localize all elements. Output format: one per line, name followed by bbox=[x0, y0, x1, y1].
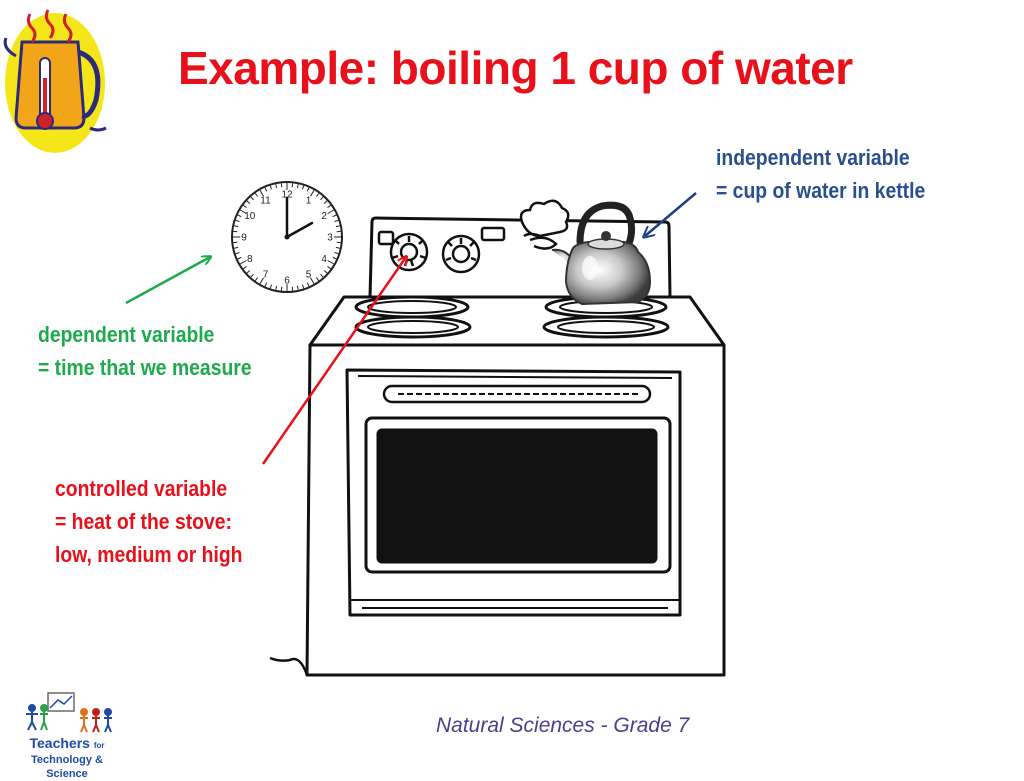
clock-numeral: 11 bbox=[260, 195, 271, 206]
burner-front-left bbox=[356, 317, 470, 337]
teachers-logo-icon bbox=[26, 693, 112, 732]
clock-numeral: 10 bbox=[244, 211, 256, 222]
dependent-arrow bbox=[126, 257, 210, 303]
logo-line1: Teachers for bbox=[12, 736, 122, 753]
independent-variable-label: independent variable = cup of water in k… bbox=[716, 141, 925, 207]
independent-variable-line1: independent variable bbox=[716, 141, 925, 174]
stove-knob-left bbox=[391, 234, 427, 270]
clock-numeral: 3 bbox=[327, 233, 333, 244]
clock-numeral: 2 bbox=[321, 211, 327, 222]
controlled-variable-line1: controlled variable bbox=[55, 472, 243, 505]
clock-numeral: 9 bbox=[241, 233, 247, 244]
stove-icon bbox=[270, 218, 724, 675]
logo-line2: Technology & Science bbox=[12, 753, 122, 781]
teachers-logo-text: Teachers for Technology & Science bbox=[12, 736, 122, 781]
dependent-variable-label: dependent variable = time that we measur… bbox=[38, 318, 252, 384]
clock-numeral: 7 bbox=[263, 270, 269, 281]
dependent-variable-line1: dependent variable bbox=[38, 318, 252, 351]
controlled-variable-line3: low, medium or high bbox=[55, 538, 243, 571]
controlled-variable-line2: = heat of the stove: bbox=[55, 505, 243, 538]
clock-numeral: 8 bbox=[247, 254, 253, 265]
stove-knob-right bbox=[443, 236, 479, 272]
controlled-variable-label: controlled variable = heat of the stove:… bbox=[55, 472, 243, 571]
dependent-variable-line2: = time that we measure bbox=[38, 351, 252, 384]
slide-title: Example: boiling 1 cup of water bbox=[178, 38, 853, 98]
kettle-logo-icon bbox=[5, 10, 106, 153]
burner-front-right bbox=[544, 317, 668, 337]
independent-variable-line2: = cup of water in kettle bbox=[716, 174, 925, 207]
slide-footer: Natural Sciences - Grade 7 bbox=[436, 714, 689, 738]
clock-numeral: 1 bbox=[306, 195, 312, 206]
clock-numeral: 4 bbox=[321, 254, 327, 265]
